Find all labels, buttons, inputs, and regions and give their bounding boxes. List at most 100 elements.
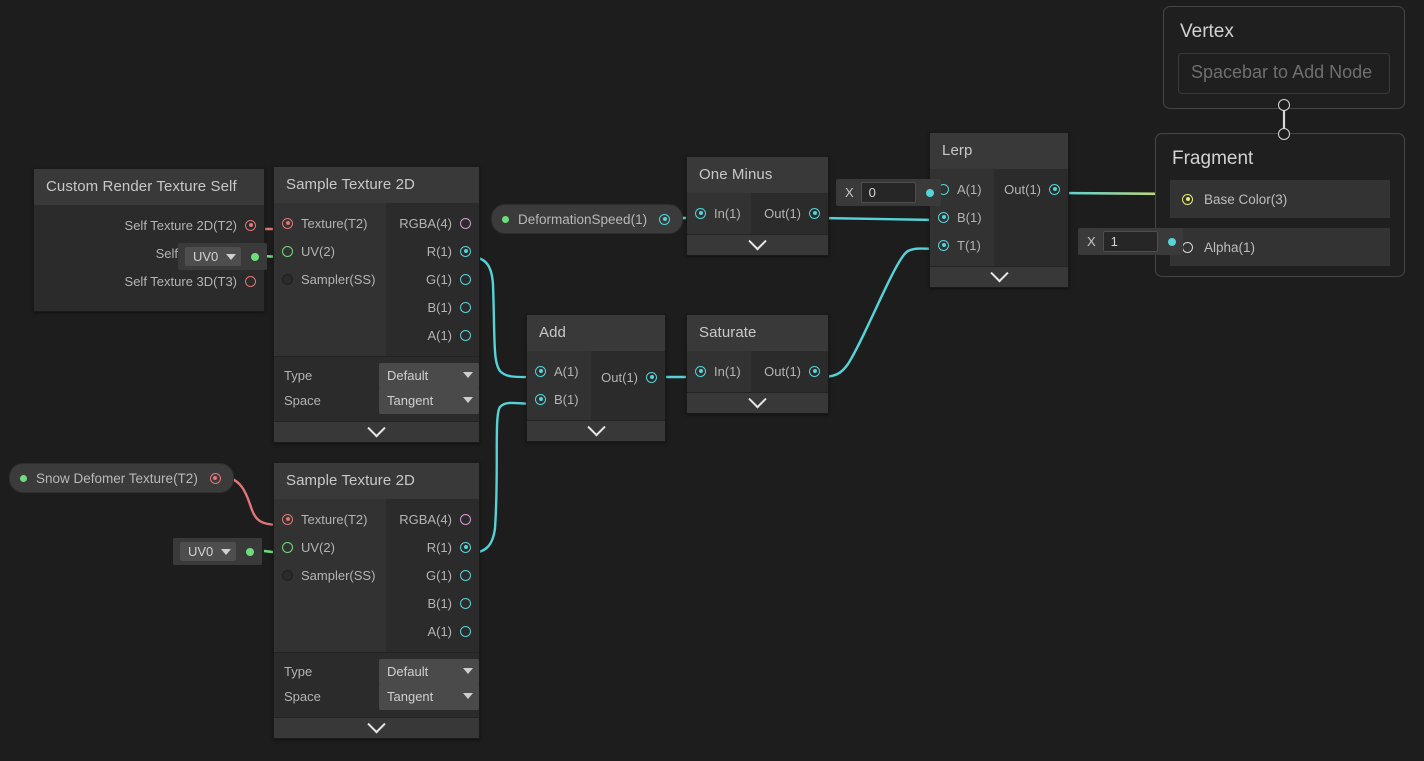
value-input[interactable]: 1 (1102, 231, 1158, 252)
context-vertex[interactable]: Vertex Spacebar to Add Node (1163, 6, 1405, 109)
port-icon[interactable] (282, 217, 293, 229)
setting-space[interactable]: Space Tangent (284, 387, 479, 414)
slot-in-input[interactable]: In(1) (687, 357, 751, 385)
slot-sampler-input[interactable]: Sampler(SS) (274, 265, 386, 293)
property-deformation-speed[interactable]: DeformationSpeed(1) (491, 204, 684, 234)
setting-type[interactable]: Type Default (284, 362, 479, 389)
port-icon[interactable] (460, 513, 471, 525)
block-alpha[interactable]: Alpha(1) (1170, 228, 1390, 266)
port-icon[interactable] (460, 273, 471, 285)
port-icon[interactable] (695, 207, 706, 219)
port-icon[interactable] (460, 541, 471, 553)
port-icon[interactable] (535, 393, 546, 405)
slot-b-output[interactable]: B(1) (386, 589, 479, 617)
node-expand-footer[interactable] (34, 303, 264, 311)
space-dropdown[interactable]: Tangent (379, 387, 479, 414)
node-expand-footer[interactable] (687, 389, 828, 413)
uv-output-port[interactable] (251, 252, 260, 261)
slot-out-output[interactable]: Out(1) (591, 363, 665, 391)
port-icon[interactable] (245, 219, 256, 231)
uv-widget-bottom[interactable]: UV0 (173, 538, 263, 565)
port-icon[interactable] (209, 472, 221, 484)
value-output-port[interactable] (1167, 237, 1176, 246)
slot-texture-input[interactable]: Texture(T2) (274, 209, 386, 237)
node-expand-footer[interactable] (687, 231, 828, 255)
slot-r-output[interactable]: R(1) (386, 237, 479, 265)
port-icon[interactable] (460, 597, 471, 609)
slot-b-input[interactable]: B(1) (527, 385, 591, 413)
port-icon[interactable] (460, 217, 471, 229)
slot-out-output[interactable]: Out(1) (751, 357, 828, 385)
node-saturate[interactable]: Saturate In(1) Out(1) (686, 314, 829, 414)
slot-sampler-input[interactable]: Sampler(SS) (274, 561, 386, 589)
slot-b-input[interactable]: B(1) (930, 203, 994, 231)
port-icon[interactable] (535, 365, 546, 377)
value-output-port[interactable] (925, 188, 934, 197)
slot-in-input[interactable]: In(1) (687, 199, 751, 227)
slot-self-texture-3d[interactable]: Self Texture 3D(T3) (34, 267, 264, 295)
port-icon[interactable] (938, 239, 949, 251)
port-icon[interactable] (646, 371, 657, 383)
node-sample-texture-2d-bottom[interactable]: Sample Texture 2D Texture(T2) UV(2) Samp… (273, 462, 480, 739)
port-icon[interactable] (282, 541, 293, 553)
node-lerp[interactable]: Lerp A(1) B(1) T(1) Out(1) (929, 132, 1069, 288)
lerp-a-value-widget[interactable]: X 0 (836, 179, 941, 206)
vertex-stack-port[interactable] (1278, 99, 1290, 111)
port-icon[interactable] (460, 625, 471, 637)
block-base-color[interactable]: Base Color(3) (1170, 180, 1390, 218)
vertex-add-node-placeholder[interactable]: Spacebar to Add Node (1178, 53, 1390, 94)
type-dropdown[interactable]: Default (379, 362, 479, 389)
uv-widget-top[interactable]: UV0 (178, 243, 268, 270)
fragment-stack-port[interactable] (1278, 128, 1290, 140)
node-settings[interactable]: Type Default Space Tangent (274, 652, 479, 717)
slot-t-input[interactable]: T(1) (930, 231, 994, 259)
uv-select[interactable]: UV0 (185, 247, 242, 266)
slot-rgba-output[interactable]: RGBA(4) (386, 209, 479, 237)
node-settings[interactable]: Type Default Space Tangent (274, 356, 479, 421)
port-icon[interactable] (1182, 193, 1193, 205)
slot-a-output[interactable]: A(1) (386, 321, 479, 349)
node-expand-footer[interactable] (274, 714, 479, 738)
slot-uv-input[interactable]: UV(2) (274, 533, 386, 561)
port-icon[interactable] (1049, 183, 1060, 195)
port-icon[interactable] (809, 365, 820, 377)
node-expand-footer[interactable] (527, 417, 665, 441)
port-icon[interactable] (282, 245, 293, 257)
slot-r-output[interactable]: R(1) (386, 533, 479, 561)
port-icon[interactable] (460, 329, 471, 341)
value-input[interactable]: 0 (860, 182, 916, 203)
node-expand-footer[interactable] (930, 263, 1068, 287)
node-one-minus[interactable]: One Minus In(1) Out(1) (686, 156, 829, 256)
context-fragment[interactable]: Fragment Base Color(3) Alpha(1) (1155, 133, 1405, 277)
node-sample-texture-2d-top[interactable]: Sample Texture 2D Texture(T2) UV(2) Samp… (273, 166, 480, 443)
node-custom-render-texture-self[interactable]: Custom Render Texture Self Self Texture … (33, 168, 265, 312)
type-dropdown[interactable]: Default (379, 658, 479, 685)
slot-g-output[interactable]: G(1) (386, 561, 479, 589)
slot-uv-input[interactable]: UV(2) (274, 237, 386, 265)
slot-self-texture-2d[interactable]: Self Texture 2D(T2) (34, 211, 264, 239)
port-icon[interactable] (282, 273, 293, 285)
port-icon[interactable] (938, 211, 949, 223)
port-icon[interactable] (809, 207, 820, 219)
uv-select[interactable]: UV0 (180, 542, 237, 561)
setting-space[interactable]: Space Tangent (284, 683, 479, 710)
property-snow-deformer-texture[interactable]: Snow Defomer Texture(T2) (9, 463, 234, 493)
port-icon[interactable] (245, 275, 256, 287)
slot-b-output[interactable]: B(1) (386, 293, 479, 321)
node-add[interactable]: Add A(1) B(1) Out(1) (526, 314, 666, 442)
alpha-value-widget[interactable]: X 1 (1078, 228, 1183, 255)
slot-a-input[interactable]: A(1) (527, 357, 591, 385)
slot-out-output[interactable]: Out(1) (751, 199, 828, 227)
slot-rgba-output[interactable]: RGBA(4) (386, 505, 479, 533)
uv-output-port[interactable] (246, 547, 255, 556)
port-icon[interactable] (1182, 241, 1193, 253)
setting-type[interactable]: Type Default (284, 658, 479, 685)
port-icon[interactable] (659, 213, 671, 225)
node-expand-footer[interactable] (274, 418, 479, 442)
slot-out-output[interactable]: Out(1) (994, 175, 1068, 203)
slot-texture-input[interactable]: Texture(T2) (274, 505, 386, 533)
port-icon[interactable] (460, 245, 471, 257)
slot-g-output[interactable]: G(1) (386, 265, 479, 293)
port-icon[interactable] (460, 569, 471, 581)
